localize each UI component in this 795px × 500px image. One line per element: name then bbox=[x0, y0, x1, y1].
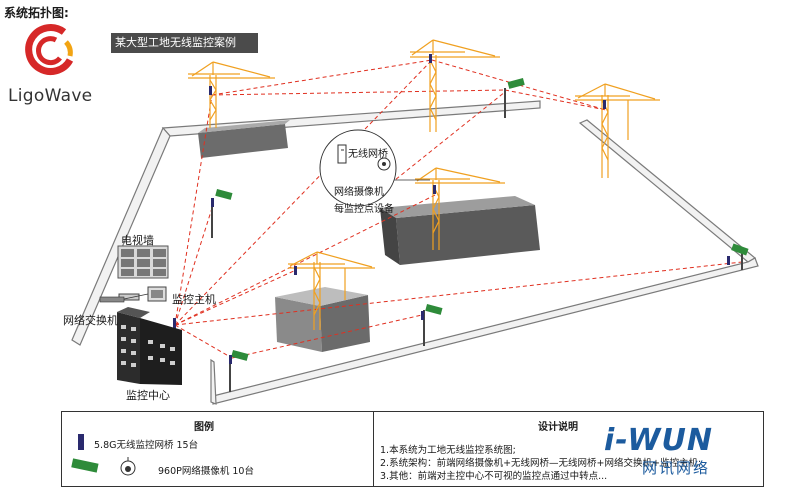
callout-caption: 每监控点设备 bbox=[334, 204, 394, 215]
callout-camera-label: 网络摄像机 bbox=[334, 187, 384, 198]
ligowave-logo-icon bbox=[25, 24, 74, 75]
iwun-brand-logo: i-WUN 网讯网络 bbox=[604, 423, 764, 483]
monitor-host-label: 监控主机 bbox=[172, 293, 216, 306]
video-wall bbox=[117, 245, 169, 279]
crane-3 bbox=[575, 83, 660, 178]
legend-item-camera: 960P网络摄像机 10台 bbox=[158, 466, 254, 477]
design-notes-title: 设计说明 bbox=[538, 422, 578, 433]
crane-5 bbox=[288, 251, 375, 330]
building-lower bbox=[275, 287, 370, 352]
wireless-bridge-icon bbox=[78, 434, 84, 450]
camera-pole-lower-left bbox=[229, 350, 249, 392]
legend-divider bbox=[373, 412, 374, 486]
monitor-center-label: 监控中心 bbox=[126, 389, 170, 402]
design-note-3: 3.其他：前端对主控中心不可视的监控点通过中转点... bbox=[380, 471, 608, 482]
wireless-links bbox=[174, 59, 743, 359]
bridges bbox=[173, 54, 730, 364]
building-left bbox=[198, 120, 290, 158]
network-switch bbox=[99, 293, 149, 303]
design-note-1: 1.本系统为工地无线监控系统图; bbox=[380, 445, 516, 456]
legend-panel: 图例 5.8G无线监控网桥 15台 960P网络摄像机 10台 设计说明 1.本… bbox=[61, 411, 764, 487]
legend-item-bridge: 5.8G无线监控网桥 15台 bbox=[94, 440, 199, 451]
legend-title: 图例 bbox=[194, 422, 214, 433]
network-camera-icon bbox=[71, 457, 136, 476]
camera-pole-left bbox=[211, 189, 233, 238]
ligowave-logo-text: LigoWave bbox=[8, 86, 93, 106]
crane-1 bbox=[188, 61, 275, 128]
topology-heading: 系统拓扑图: bbox=[4, 6, 69, 20]
crane-2 bbox=[410, 39, 500, 132]
monitor-host bbox=[118, 286, 167, 302]
building-center bbox=[380, 196, 540, 265]
crane-4 bbox=[415, 167, 505, 250]
video-wall-label: 电视墙 bbox=[121, 234, 154, 247]
monitor-center-building bbox=[117, 307, 182, 385]
case-title: 某大型工地无线监控案例 bbox=[111, 33, 258, 53]
device-callout bbox=[319, 129, 430, 207]
camera-pole-top bbox=[504, 78, 525, 118]
network-switch-label: 网络交换机 bbox=[63, 314, 118, 327]
design-note-2: 2.系统架构：前端网络摄像机+无线网桥—无线网桥+网络交换机+监控主机; bbox=[380, 458, 702, 469]
callout-bridge-label: 无线网桥 bbox=[348, 149, 388, 160]
camera-pole-right bbox=[731, 243, 749, 270]
brand-main-text: i-WUN bbox=[604, 423, 713, 458]
brand-sub-text: 网讯网络 bbox=[642, 459, 711, 477]
